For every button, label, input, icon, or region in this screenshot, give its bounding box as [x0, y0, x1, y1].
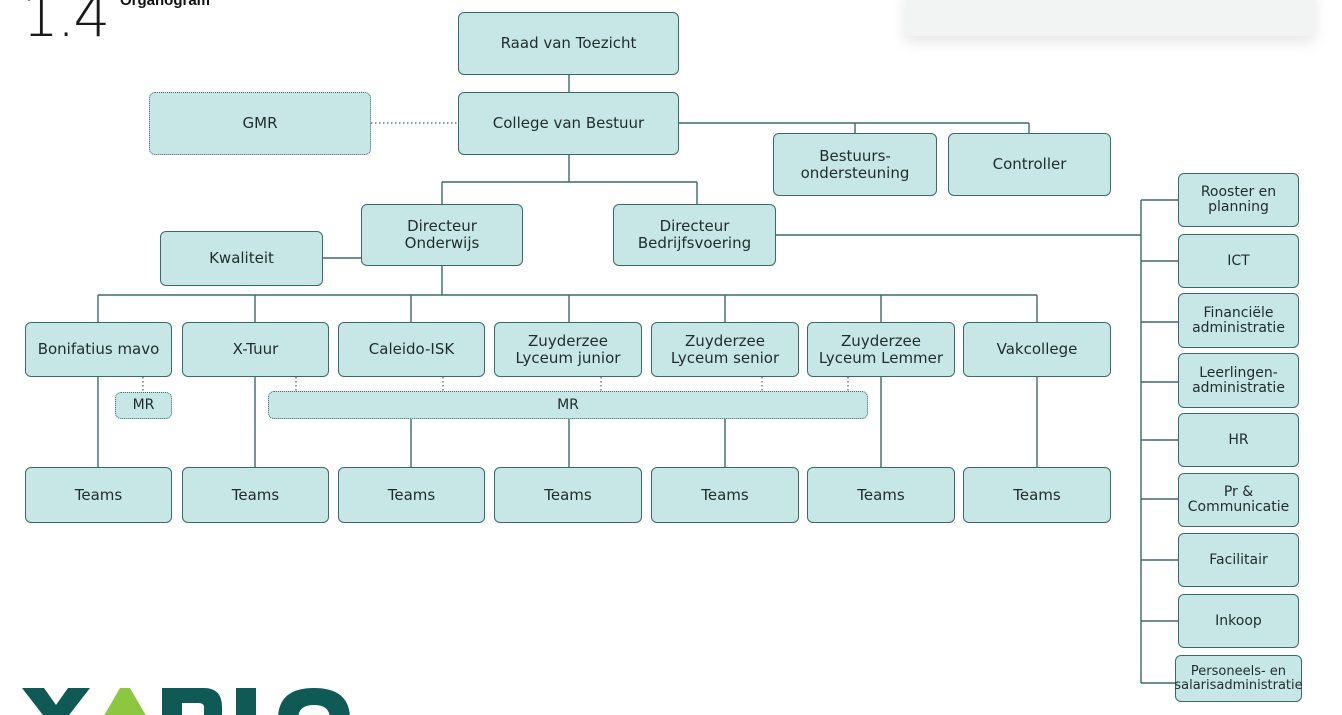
section-number: 1.4: [22, 0, 110, 50]
school-box: Bonifatius mavo: [25, 322, 172, 377]
service-box: Rooster en planning: [1178, 173, 1299, 227]
teams-box: Teams: [182, 467, 329, 523]
kwaliteit-box: Kwaliteit: [160, 231, 323, 286]
mr-large-box: MR: [268, 391, 868, 419]
bestuursondersteuning-box: Bestuurs- ondersteuning: [773, 133, 937, 196]
college-van-bestuur-box: College van Bestuur: [458, 92, 679, 155]
controller-box: Controller: [948, 133, 1111, 196]
school-box: Zuyderzee Lyceum Lemmer: [807, 322, 955, 377]
school-box: Caleido-ISK: [338, 322, 485, 377]
service-box: Pr & Communicatie: [1178, 473, 1299, 527]
service-box: Leerlingen- administratie: [1178, 353, 1299, 408]
section-title: Organogram: [120, 0, 211, 9]
school-box: Vakcollege: [963, 322, 1111, 377]
teams-box: Teams: [25, 467, 172, 523]
service-box: Inkoop: [1178, 594, 1299, 648]
teams-box: Teams: [338, 467, 485, 523]
school-box: X-Tuur: [182, 322, 329, 377]
directeur-bedrijfsvoering-box: Directeur Bedrijfsvoering: [613, 204, 776, 266]
teams-box: Teams: [651, 467, 799, 523]
service-box: HR: [1178, 413, 1299, 467]
header-panel: [905, 0, 1315, 36]
school-box: Zuyderzee Lyceum junior: [494, 322, 642, 377]
teams-box: Teams: [963, 467, 1111, 523]
service-box: ICT: [1178, 234, 1299, 288]
mr-small-box: MR: [115, 392, 172, 419]
gmr-box: GMR: [149, 92, 371, 155]
raad-van-toezicht-box: Raad van Toezicht: [458, 12, 679, 75]
school-box: Zuyderzee Lyceum senior: [651, 322, 799, 377]
service-box: Personeels- en salarisadministratie: [1174, 655, 1303, 702]
service-box: Financiële administratie: [1178, 293, 1299, 348]
logo: [22, 655, 362, 715]
directeur-onderwijs-box: Directeur Onderwijs: [361, 204, 523, 266]
service-box: Facilitair: [1178, 533, 1299, 587]
teams-box: Teams: [807, 467, 955, 523]
teams-box: Teams: [494, 467, 642, 523]
